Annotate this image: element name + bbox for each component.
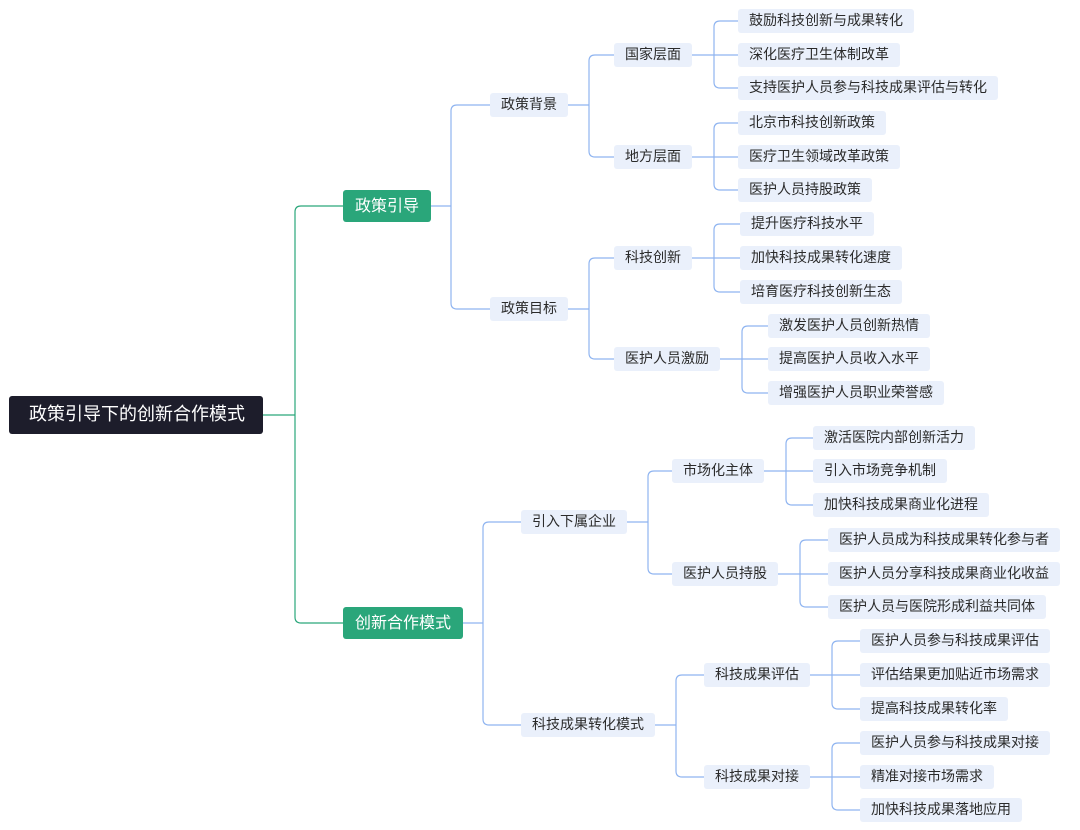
connector-line <box>482 521 521 623</box>
connector-line <box>588 54 614 105</box>
node-national-level[interactable]: 国家层面 <box>614 43 692 67</box>
connector-line <box>675 725 704 778</box>
connector-line <box>713 223 740 258</box>
connector-line <box>799 539 828 574</box>
connector-line <box>294 205 343 415</box>
branch-cooperation-model[interactable]: 创新合作模式 <box>343 607 464 639</box>
connector-line <box>713 258 740 293</box>
leaf-item[interactable]: 支持医护人员参与科技成果评估与转化 <box>738 76 998 100</box>
node-subsidiary-enterprise[interactable]: 引入下属企业 <box>521 510 627 534</box>
leaf-item[interactable]: 医护人员分享科技成果商业化收益 <box>828 562 1060 586</box>
leaf-item[interactable]: 提高医护人员收入水平 <box>768 347 930 371</box>
connector-line <box>713 55 738 89</box>
connector-line <box>831 640 860 675</box>
leaf-item[interactable]: 医护人员成为科技成果转化参与者 <box>828 528 1060 552</box>
node-transformation-model[interactable]: 科技成果转化模式 <box>521 713 655 737</box>
node-policy-background[interactable]: 政策背景 <box>490 93 568 117</box>
connector-line <box>588 105 614 158</box>
leaf-item[interactable]: 医护人员参与科技成果对接 <box>860 731 1050 755</box>
branch-policy-guidance[interactable]: 政策引导 <box>343 190 432 222</box>
leaf-item[interactable]: 提高科技成果转化率 <box>860 697 1008 721</box>
leaf-item[interactable]: 评估结果更加贴近市场需求 <box>860 663 1050 687</box>
node-market-entity[interactable]: 市场化主体 <box>672 459 764 483</box>
leaf-item[interactable]: 加快科技成果商业化进程 <box>813 493 989 517</box>
connector-line <box>675 674 704 725</box>
root-node[interactable]: 政策引导下的创新合作模式 <box>9 396 263 434</box>
connector-line <box>713 122 738 157</box>
connector-line <box>713 157 738 191</box>
leaf-item[interactable]: 医疗卫生领域改革政策 <box>738 145 900 169</box>
connector-line <box>831 777 860 811</box>
connector-line <box>831 742 860 777</box>
connector-line <box>799 574 828 608</box>
leaf-item[interactable]: 医护人员参与科技成果评估 <box>860 629 1050 653</box>
leaf-item[interactable]: 提升医疗科技水平 <box>740 212 874 236</box>
node-result-evaluation[interactable]: 科技成果评估 <box>704 663 810 687</box>
connector-line <box>482 623 521 726</box>
node-tech-innovation[interactable]: 科技创新 <box>614 246 692 270</box>
connector-line <box>785 471 813 506</box>
connector-line <box>741 359 768 394</box>
node-policy-goals[interactable]: 政策目标 <box>490 297 568 321</box>
leaf-item[interactable]: 加快科技成果落地应用 <box>860 798 1022 822</box>
leaf-item[interactable]: 激活医院内部创新活力 <box>813 426 975 450</box>
leaf-item[interactable]: 激发医护人员创新热情 <box>768 314 930 338</box>
node-staff-shareholding[interactable]: 医护人员持股 <box>672 562 778 586</box>
connector-line <box>785 437 813 471</box>
node-staff-incentive[interactable]: 医护人员激励 <box>614 347 720 371</box>
leaf-item[interactable]: 引入市场竞争机制 <box>813 459 947 483</box>
leaf-item[interactable]: 医护人员持股政策 <box>738 178 872 202</box>
connector-line <box>450 104 490 206</box>
leaf-item[interactable]: 北京市科技创新政策 <box>738 111 886 135</box>
node-local-level[interactable]: 地方层面 <box>614 145 692 169</box>
connector-line <box>831 675 860 710</box>
connector-line <box>294 415 343 624</box>
leaf-item[interactable]: 加快科技成果转化速度 <box>740 246 902 270</box>
connector-line <box>588 257 614 309</box>
connector-line <box>647 470 672 522</box>
leaf-item[interactable]: 培育医疗科技创新生态 <box>740 280 902 304</box>
node-result-matching[interactable]: 科技成果对接 <box>704 765 810 789</box>
connector-line <box>450 206 490 310</box>
leaf-item[interactable]: 精准对接市场需求 <box>860 765 994 789</box>
leaf-item[interactable]: 医护人员与医院形成利益共同体 <box>828 595 1046 619</box>
leaf-item[interactable]: 增强医护人员职业荣誉感 <box>768 381 944 405</box>
connector-line <box>713 20 738 55</box>
connector-line <box>647 522 672 575</box>
leaf-item[interactable]: 深化医疗卫生体制改革 <box>738 43 900 67</box>
connector-line <box>741 325 768 359</box>
connector-line <box>588 309 614 360</box>
leaf-item[interactable]: 鼓励科技创新与成果转化 <box>738 9 914 33</box>
